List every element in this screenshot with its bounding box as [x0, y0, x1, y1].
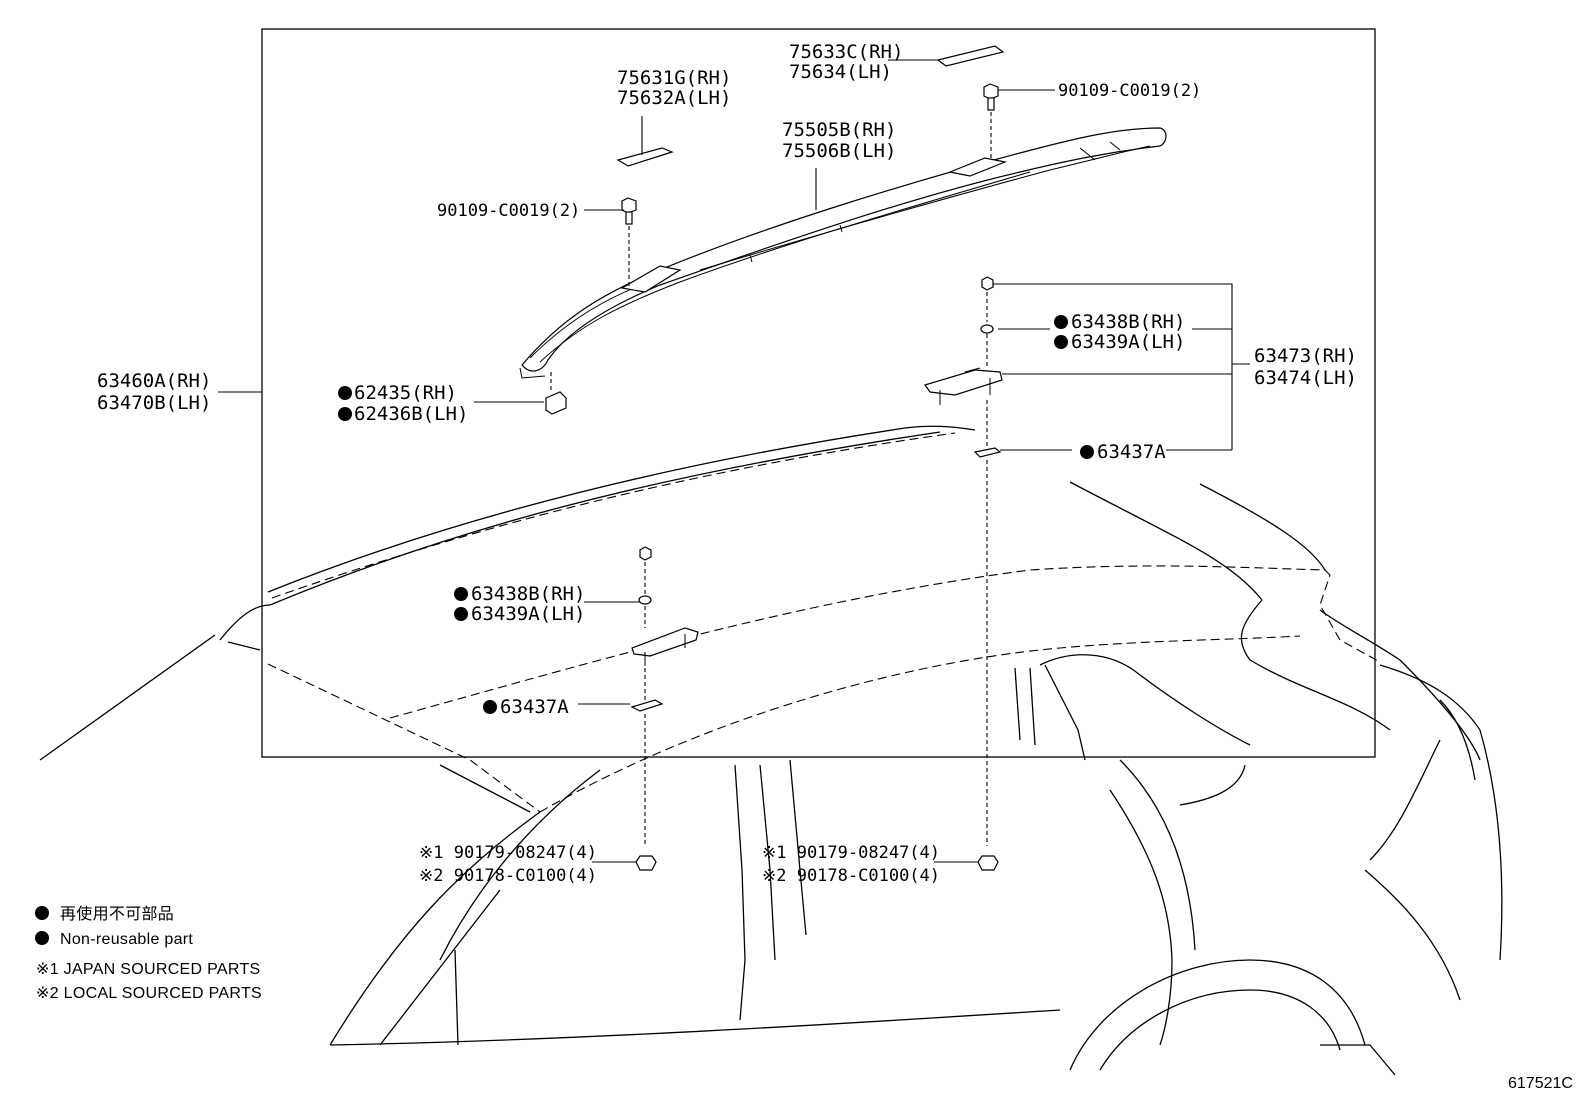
roof-rail-illustration [519, 127, 1167, 379]
part-label-cover-rear-rh[interactable]: 75633C(RH) [789, 41, 903, 63]
non-reusable-marker [1054, 315, 1068, 329]
nut-left-illustration [635, 855, 657, 871]
part-label-rail-rh[interactable]: 75505B(RH) [782, 119, 896, 141]
part-label-bolt-front[interactable]: 90109-C0019(2) [437, 201, 580, 221]
legend: 再使用不可部品 Non-reusable part ※1 JAPAN SOURC… [35, 905, 262, 1002]
rear-bracket-stack [924, 276, 1003, 458]
part-label-rail-assy-lh[interactable]: 63470B(LH) [97, 392, 211, 414]
part-label-rail-lh[interactable]: 75506B(LH) [782, 140, 896, 162]
non-reusable-marker [454, 587, 468, 601]
non-reusable-marker [454, 607, 468, 621]
rear-cover-illustration [936, 45, 1005, 67]
part-label-washer-front-rh[interactable]: 63438B(RH) [471, 583, 585, 605]
legend-non-reusable-en: Non-reusable part [60, 931, 193, 948]
assembly-frame [261, 28, 1376, 758]
part-label-nut-left-1[interactable]: ※1 90179-08247(4) [419, 843, 597, 863]
illustration-id: 617521C [1508, 1075, 1573, 1092]
part-label-nut-left-2[interactable]: ※2 90178-C0100(4) [419, 866, 597, 886]
part-label-washer-front-lh[interactable]: 63439A(LH) [471, 603, 585, 625]
part-label-bracket-sub-rh[interactable]: 63473(RH) [1254, 345, 1357, 367]
part-label-bolt-rear[interactable]: 90109-C0019(2) [1058, 81, 1201, 101]
non-reusable-legend-marker [35, 931, 49, 945]
legend-japan-sourced: ※1 JAPAN SOURCED PARTS [36, 961, 261, 978]
non-reusable-marker [483, 700, 497, 714]
non-reusable-marker [1080, 445, 1094, 459]
part-label-nut-right-2[interactable]: ※2 90178-C0100(4) [762, 866, 940, 886]
nut-right-illustration [977, 855, 999, 871]
non-reusable-marker [338, 407, 352, 421]
part-label-cover-front-lh[interactable]: 75632A(LH) [617, 87, 731, 109]
legend-non-reusable-jp: 再使用不可部品 [60, 905, 174, 923]
part-label-washer-rear-rh[interactable]: 63438B(RH) [1071, 311, 1185, 333]
part-callouts: 63460A(RH) 63470B(LH) 75505B(RH) 75506B(… [97, 41, 1357, 886]
non-reusable-marker [338, 386, 352, 400]
part-label-bracket-sub-lh[interactable]: 63474(LH) [1254, 367, 1357, 389]
non-reusable-legend-marker [35, 906, 49, 920]
part-label-cover-front-rh[interactable]: 75631G(RH) [617, 67, 731, 89]
non-reusable-marker [1054, 335, 1068, 349]
bolt-front-illustration [621, 197, 637, 225]
part-label-end-cap-lh[interactable]: 62436B(LH) [354, 403, 468, 425]
legend-local-sourced: ※2 LOCAL SOURCED PARTS [36, 985, 262, 1002]
part-label-gasket-front[interactable]: 63437A [500, 696, 569, 718]
end-cap-illustration [545, 391, 567, 415]
part-label-nut-right-1[interactable]: ※1 90179-08247(4) [762, 843, 940, 863]
part-label-washer-rear-lh[interactable]: 63439A(LH) [1071, 331, 1185, 353]
part-label-gasket-rear[interactable]: 63437A [1097, 441, 1166, 463]
leader-lines [218, 59, 1250, 863]
part-label-cover-rear-lh[interactable]: 75634(LH) [789, 61, 892, 83]
part-label-rail-assy-rh[interactable]: 63460A(RH) [97, 370, 211, 392]
vehicle-body-outline [39, 425, 1503, 1076]
part-label-end-cap-rh[interactable]: 62435(RH) [354, 382, 457, 404]
front-cover-illustration [616, 147, 674, 167]
front-bracket-stack [630, 546, 699, 712]
bolt-rear-illustration [983, 83, 999, 111]
